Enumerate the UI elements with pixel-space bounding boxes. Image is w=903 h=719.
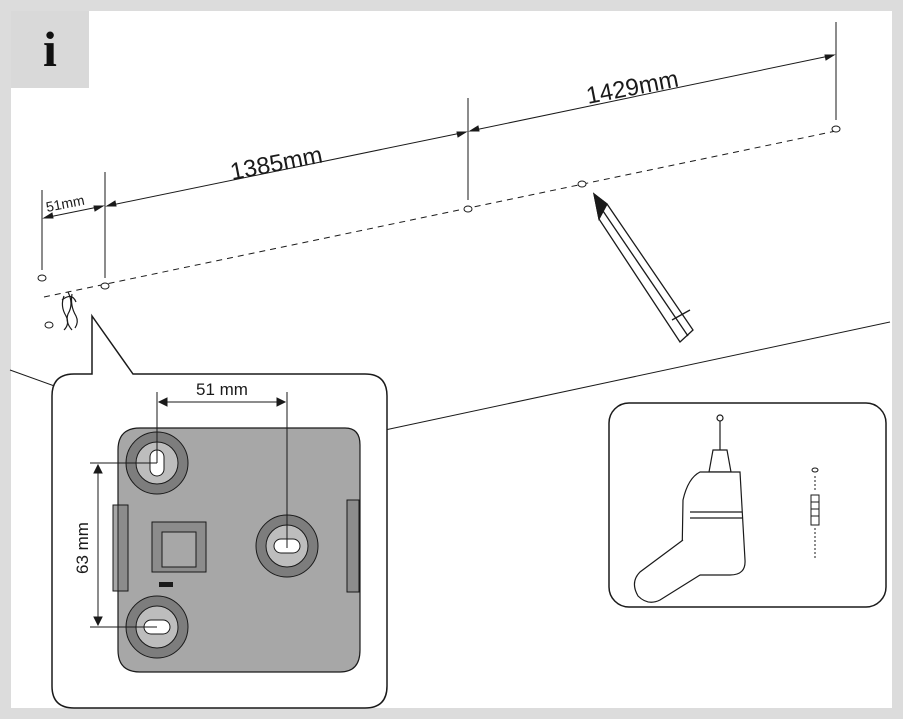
- dimension-label-51mm: 51mm: [45, 192, 86, 215]
- reference-lines: [41, 22, 837, 278]
- plate-width-label: 51 mm: [196, 380, 248, 399]
- drill-line: [43, 130, 837, 298]
- dimension-label-1429mm: 1429mm: [584, 66, 681, 110]
- mounting-plate-icon: [112, 427, 361, 673]
- plate-height-label: 63 mm: [73, 522, 92, 574]
- info-icon: i: [11, 11, 89, 88]
- dimension-label-1385mm: 1385mm: [228, 142, 325, 186]
- dimension-arrows: [42, 54, 836, 219]
- pencil-icon: [593, 192, 694, 343]
- drill-hole-marks: [37, 125, 841, 329]
- wall-edge-line: [9, 321, 891, 431]
- drill-icon: [633, 414, 746, 603]
- cable-icon: [61, 291, 78, 331]
- plate-dimension-lines: [90, 392, 288, 628]
- info-glyph: i: [43, 21, 57, 77]
- wall-plug-screw-icon: [810, 467, 820, 558]
